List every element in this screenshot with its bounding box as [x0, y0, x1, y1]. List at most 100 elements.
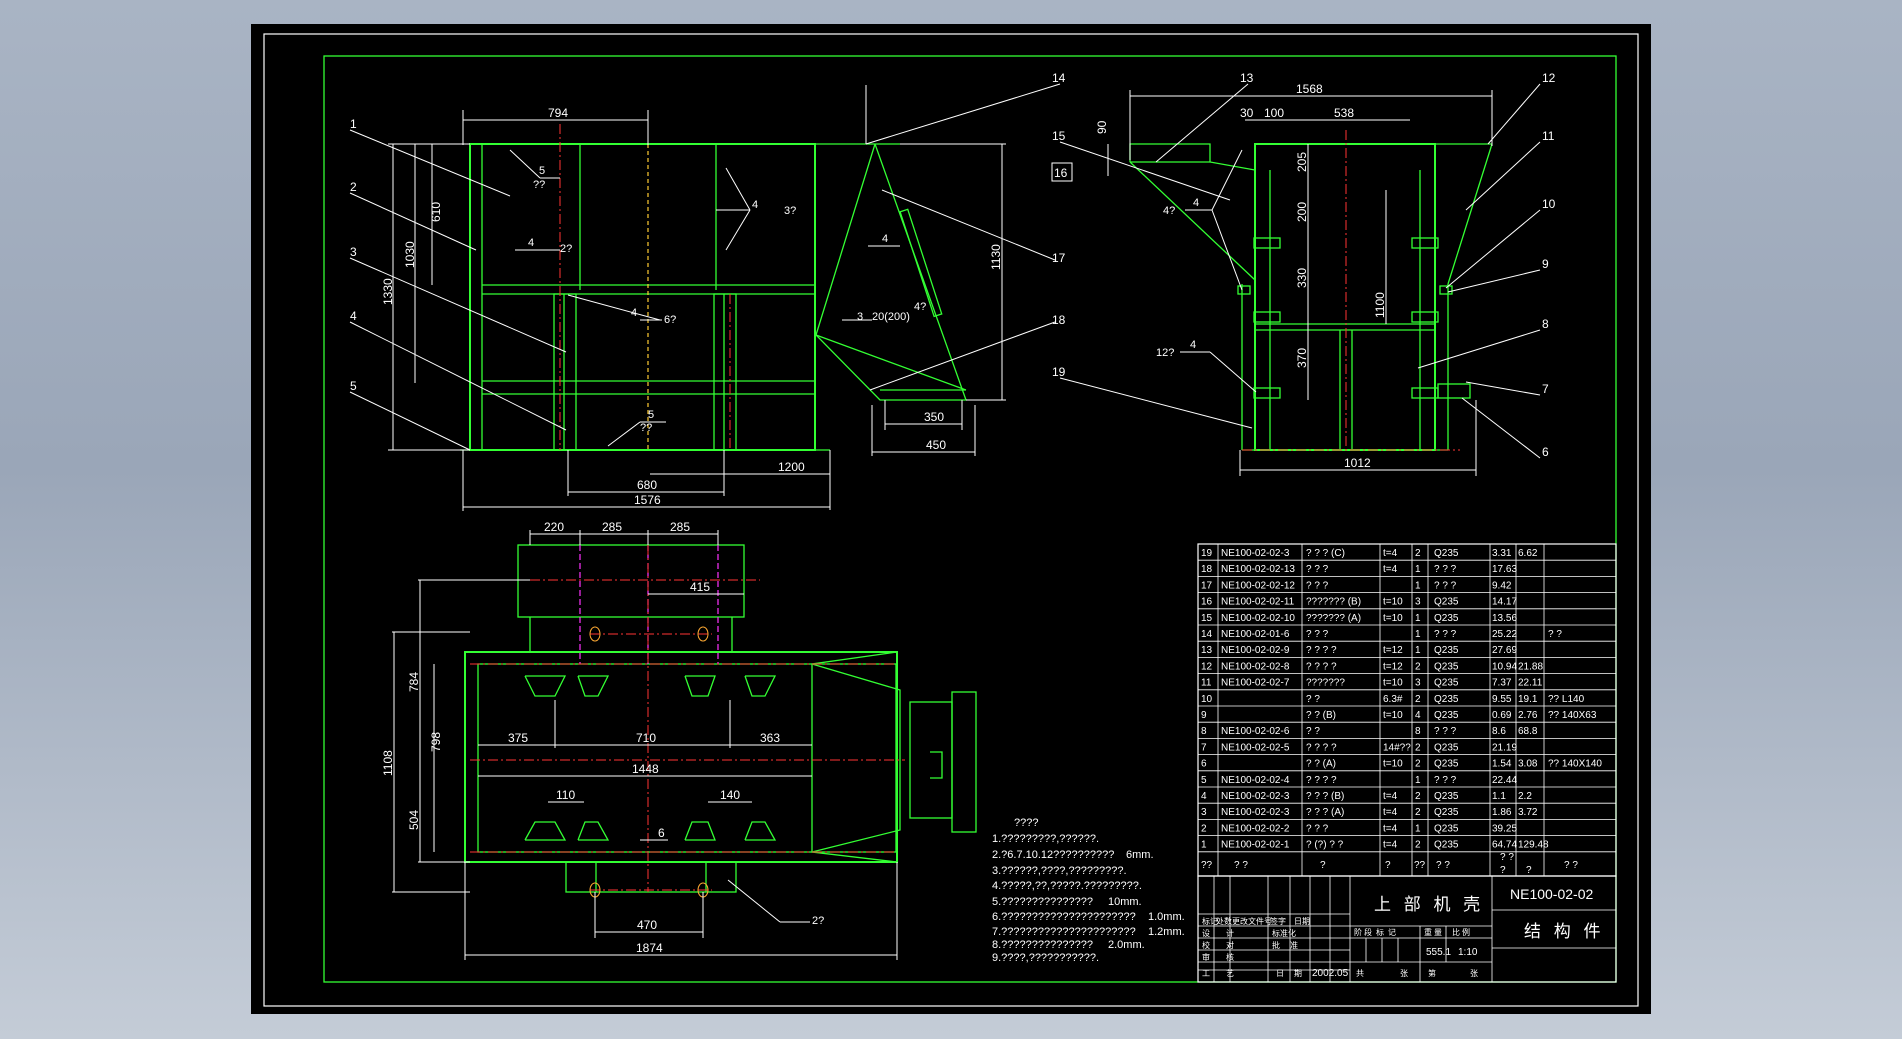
bom-cell-name: ? ? ? ? — [1306, 645, 1337, 656]
title-part-name: 上 部 机 壳 — [1374, 895, 1484, 914]
bom-cell-mat: Q235 — [1434, 742, 1459, 753]
bom-cell-code: NE100-02-02-3 — [1221, 791, 1290, 802]
bom-cell-qty: 2 — [1415, 807, 1421, 818]
dim-140: 140 — [720, 788, 740, 802]
tb-cell-11: 对 — [1226, 940, 1234, 950]
bom-cell-name: ? ? ? (B) — [1306, 791, 1344, 802]
dim-285a: 285 — [602, 520, 622, 534]
bom-cell-note: ?? 140X140 — [1548, 759, 1602, 770]
bom-cell-no: 13 — [1201, 645, 1213, 656]
note-value-8: 2.0mm. — [1108, 939, 1145, 951]
balloon-14: 14 — [1052, 71, 1066, 85]
balloon-16: 16 — [1054, 166, 1068, 180]
tb-cell-21: 段 — [1364, 927, 1372, 937]
bom-cell-code: NE100-02-02-3 — [1221, 548, 1290, 559]
weld-5: 4 — [882, 233, 888, 245]
bom-cell-name: ? ? ? — [1306, 580, 1329, 591]
bom-cell-qty: 1 — [1415, 823, 1421, 834]
bom-cell-qty: 4 — [1415, 710, 1421, 721]
bom-cell-mat: ? ? ? — [1434, 629, 1457, 640]
bom-cell-spec: t=4 — [1383, 807, 1398, 818]
bom-cell-no: 3 — [1201, 807, 1207, 818]
bom-cell-code: NE100-02-02-5 — [1221, 742, 1290, 753]
bom-cell-mat: Q235 — [1434, 678, 1459, 689]
bom-cell-mat: Q235 — [1434, 548, 1459, 559]
bom-cell-note: ?? 140X63 — [1548, 710, 1597, 721]
weld-7c: 4? — [914, 301, 926, 313]
bom-cell-note: ?? L140 — [1548, 694, 1585, 705]
dim-1568: 1568 — [1296, 82, 1323, 96]
dim-1108: 1108 — [381, 750, 395, 776]
bom-cell-no: 9 — [1201, 710, 1207, 721]
bom-header-no: ?? — [1201, 860, 1213, 871]
bom-cell-w2: 2.76 — [1518, 710, 1538, 721]
tb-cell-27: 例 — [1462, 927, 1470, 937]
note-value-6: 1.0mm. — [1148, 911, 1185, 923]
bom-cell-mat: Q235 — [1434, 791, 1459, 802]
bom-cell-no: 18 — [1201, 564, 1213, 575]
bom-cell-name: ? ? ? ? — [1306, 742, 1337, 753]
balloon-9: 9 — [1542, 257, 1549, 271]
title-block: 上 部 机 壳 NE100-02-02 结 构 件 555.1 1:10 200… — [1197, 875, 1617, 983]
bom-cell-qty: 1 — [1415, 775, 1421, 786]
tb-cell-28: 共 — [1356, 969, 1364, 978]
bom-cell-code: NE100-02-02-1 — [1221, 840, 1290, 851]
bom-cell-mat: Q235 — [1434, 661, 1459, 672]
dim-610: 610 — [429, 202, 443, 222]
bom-cell-mat: Q235 — [1434, 823, 1459, 834]
note-value-7: 1.2mm. — [1148, 926, 1185, 938]
tb-cell-31: 张 — [1470, 969, 1478, 978]
title-date: 2002.05 — [1312, 968, 1349, 979]
dim-1030: 1030 — [403, 241, 417, 268]
note-line-2: 2.?6.7.10.12?????????? — [992, 849, 1114, 861]
bom-cell-w2: 3.72 — [1518, 807, 1538, 818]
bom-cell-no: 1 — [1201, 840, 1207, 851]
bom-cell-spec: t=4 — [1383, 823, 1398, 834]
bom-cell-no: 11 — [1201, 678, 1212, 689]
weld-side-4: 4 — [1190, 339, 1196, 351]
bom-cell-w1: 14.17 — [1492, 597, 1517, 608]
bom-cell-w2: 2.2 — [1518, 791, 1532, 802]
tb-cell-14: 审 — [1202, 952, 1210, 962]
bom-cell-spec: t=10 — [1383, 759, 1403, 770]
bom-cell-w1: 13.56 — [1492, 613, 1517, 624]
title-category: 结 构 件 — [1524, 922, 1604, 941]
bom-cell-name: ? ? (A) — [1306, 759, 1336, 770]
weld-top-1: 2? — [812, 915, 824, 927]
bom-cell-mat: ? ? ? — [1434, 775, 1457, 786]
bom-cell-w1: 9.55 — [1492, 694, 1512, 705]
bom-cell-w2: 68.8 — [1518, 726, 1538, 737]
bom-header-w1: ? — [1500, 865, 1506, 876]
dim-1330: 1330 — [381, 278, 395, 305]
side-view: 1568 30 100 538 90 205 200 330 370 1100 … — [1051, 71, 1556, 476]
bom-cell-w2: 21.88 — [1518, 661, 1543, 672]
bom-cell-code: NE100-02-02-3 — [1221, 807, 1290, 818]
bom-cell-qty: 2 — [1415, 791, 1421, 802]
bom-cell-w1: 10.94 — [1492, 661, 1517, 672]
bom-cell-name: ? ? ? ? — [1306, 775, 1337, 786]
title-drawing-no: NE100-02-02 — [1510, 886, 1593, 902]
bom-cell-w1: 1.1 — [1492, 791, 1506, 802]
inner-frame — [323, 55, 1617, 983]
bom-cell-mat: Q235 — [1434, 613, 1459, 624]
dim-30: 30 — [1240, 106, 1254, 120]
weld-1: 5 — [539, 165, 545, 177]
bom-cell-w1: 1.54 — [1492, 759, 1512, 770]
outer-frame — [263, 33, 1639, 1007]
tb-cell-8: 计 — [1226, 928, 1234, 938]
top-view: 220 285 285 415 784 1108 798 504 375 710… — [381, 520, 977, 960]
bom-cell-w1: 27.69 — [1492, 645, 1517, 656]
bom-cell-name: ? ? — [1306, 694, 1320, 705]
bom-cell-code: NE100-02-02-2 — [1221, 823, 1290, 834]
bom-cell-name: ? ? ? — [1306, 823, 1329, 834]
tb-cell-10: 校 — [1202, 940, 1210, 950]
tb-cell-6: 期 — [1302, 917, 1310, 926]
bom-cell-qty: 1 — [1415, 580, 1421, 591]
tb-cell-22: 标 — [1376, 927, 1384, 937]
